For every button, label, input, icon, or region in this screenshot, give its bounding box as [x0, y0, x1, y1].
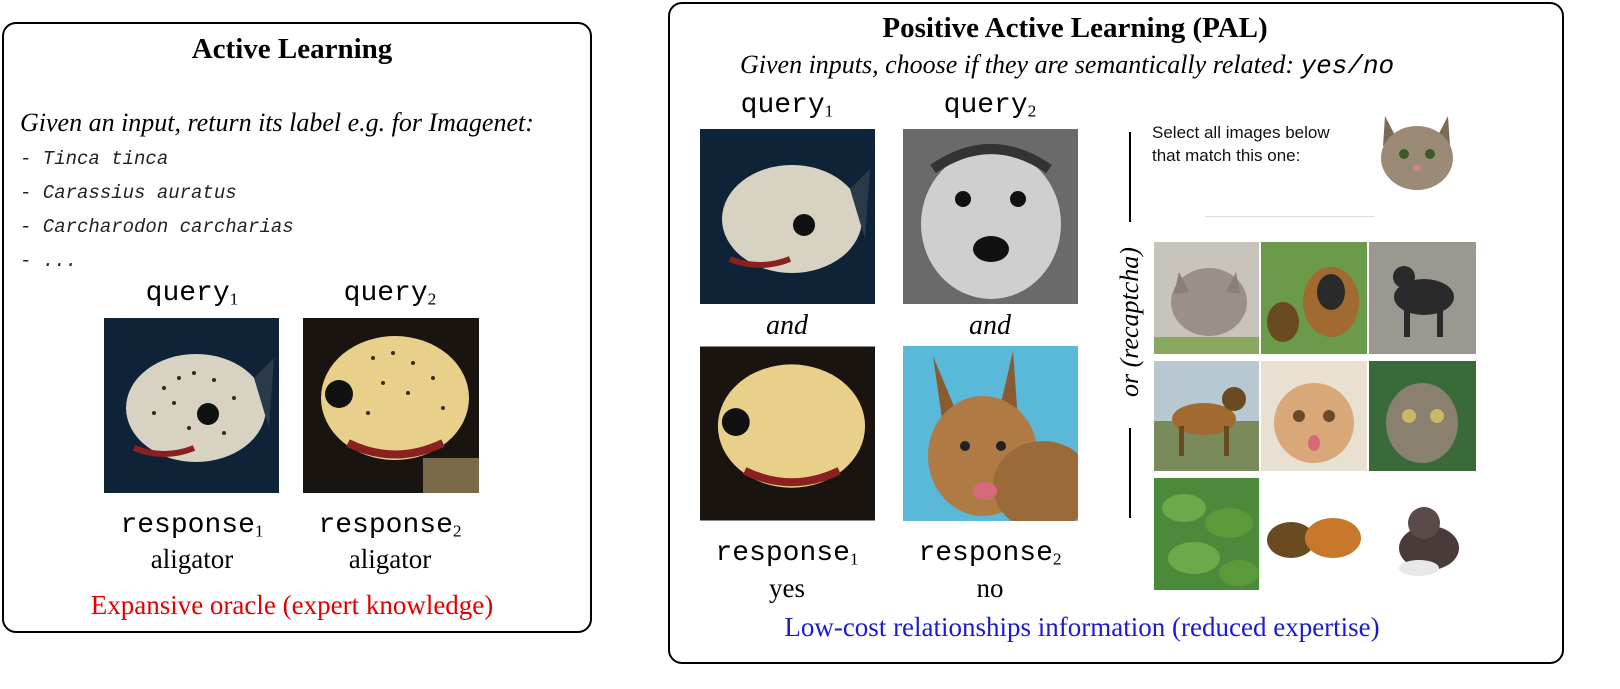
captcha-divider — [1205, 216, 1375, 217]
class-list-item: - ... — [20, 250, 78, 272]
class-list-item: - Carassius auratus — [20, 182, 237, 204]
pal-title: Positive Active Learning (PAL) — [882, 12, 1268, 44]
left-answer-2: aligator — [348, 544, 432, 574]
separator-line — [1129, 428, 1131, 518]
left-response-2-label: response2 — [318, 510, 462, 541]
right-query-1-label: query1 — [740, 90, 834, 121]
captcha-tile-kitten-tongue[interactable] — [1261, 361, 1367, 471]
captcha-tile-kitten[interactable] — [1154, 242, 1259, 354]
right-query-2-label: query2 — [943, 90, 1037, 121]
captcha-tile-plant[interactable] — [1154, 478, 1259, 590]
pufferfish-image — [104, 318, 279, 493]
active-learning-panel — [2, 22, 592, 633]
and-label-1: and — [766, 310, 808, 341]
pufferfish-image — [700, 346, 875, 521]
captcha-tile-shepherd-road[interactable] — [1154, 361, 1259, 471]
left-footer: Expansive oracle (expert knowledge) — [90, 590, 494, 620]
right-answer-1: yes — [769, 573, 805, 603]
class-list-item: - Carcharodon carcharias — [20, 216, 294, 238]
right-response-2-label: response2 — [918, 538, 1062, 569]
pufferfish-image — [303, 318, 479, 493]
left-answer-1: aligator — [150, 544, 234, 574]
left-query-2-label: query2 — [343, 278, 437, 309]
captcha-tile-guinea-pigs[interactable] — [1261, 478, 1367, 590]
cat-reference-image — [1373, 96, 1460, 192]
separator-line — [1129, 132, 1131, 222]
captcha-tile-tabby[interactable] — [1369, 361, 1476, 471]
captcha-tile-kitten-white[interactable] — [1369, 478, 1476, 590]
class-list-item: - Tinca tinca — [20, 148, 169, 170]
and-label-2: and — [969, 310, 1011, 341]
captcha-tile-german-shepherd[interactable] — [1261, 242, 1367, 354]
left-query-1-label: query1 — [145, 278, 239, 309]
caracal-image — [903, 346, 1078, 521]
captcha-prompt: Select all images below that match this … — [1152, 123, 1330, 165]
active-learning-title: Active Learning — [191, 33, 393, 65]
right-response-1-label: response1 — [715, 538, 859, 569]
pal-instruction: Given inputs, choose if they are semanti… — [740, 50, 1395, 81]
pufferfish-image — [700, 129, 875, 304]
or-recaptcha-label: or (recaptcha) — [1115, 247, 1144, 397]
captcha-tile-black-dog[interactable] — [1369, 242, 1476, 354]
right-answer-2: no — [976, 573, 1004, 603]
dog-image — [903, 129, 1078, 304]
active-learning-instruction: Given an input, return its label e.g. fo… — [20, 108, 534, 137]
right-footer: Low-cost relationships information (redu… — [784, 612, 1380, 642]
left-response-1-label: response1 — [120, 510, 264, 541]
